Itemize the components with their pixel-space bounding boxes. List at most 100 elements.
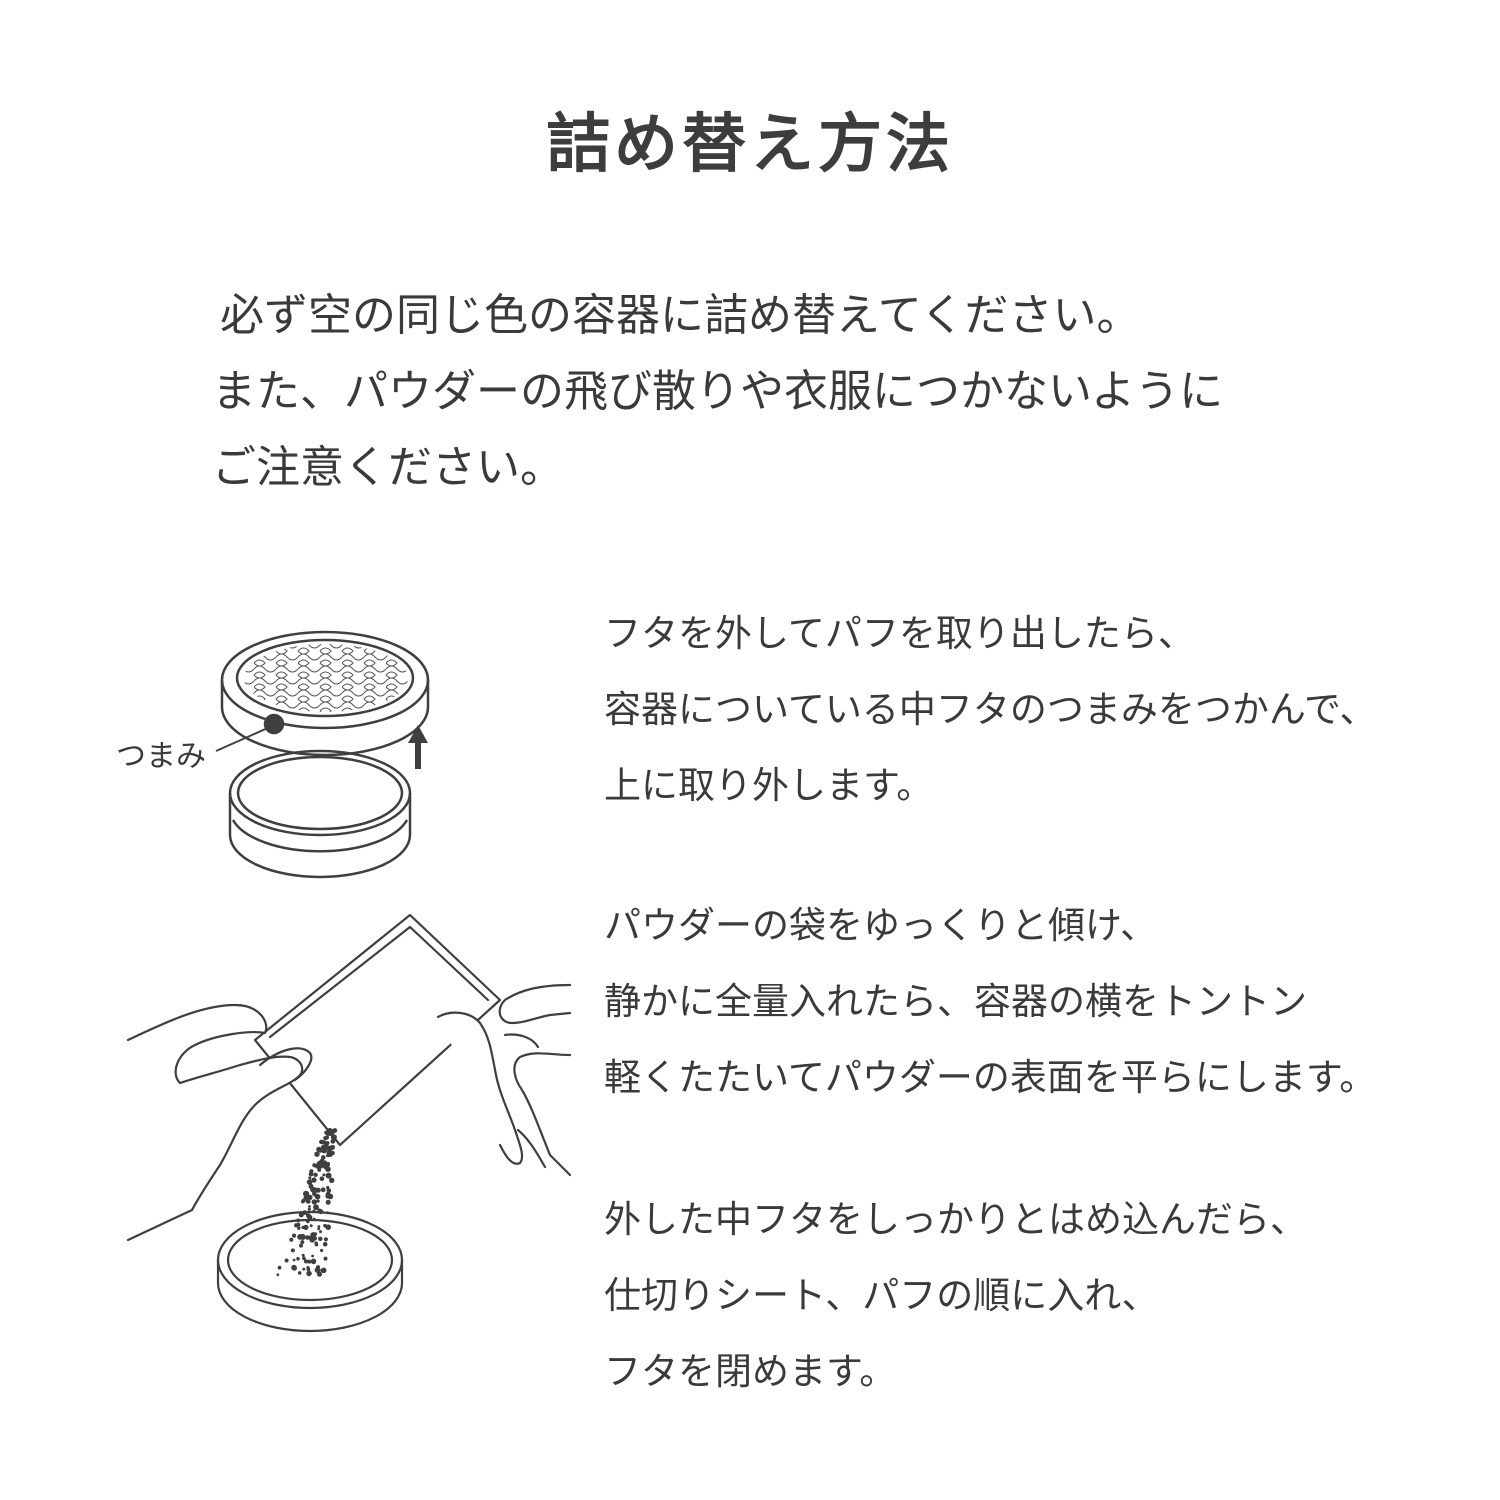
step-1-line-3: 上に取り外します。 [604,764,934,807]
inner-lid-side [220,680,430,757]
powder-dot [320,1268,324,1273]
powder-dot [289,1237,294,1242]
powder-dot [327,1145,333,1152]
step-1-line-2: 容器についている中フタのつまみをつかんで、 [604,688,1377,731]
powder-dot [316,1199,320,1203]
callout-line [215,726,271,752]
powder-dot [303,1224,309,1230]
powder-dot [311,1177,317,1183]
step-3-line-3: フタを閉めます。 [604,1350,897,1393]
powder-dot [312,1199,317,1205]
powder-dot [308,1205,311,1208]
container-rim-inner [226,1218,394,1302]
powder-dot [305,1213,311,1218]
base-side [228,793,412,879]
pour-powder-icon [126,913,572,1333]
powder-dot [314,1151,320,1157]
inner-lid-inner-rim [235,638,415,718]
powder-dot [323,1237,328,1242]
powder-dot [329,1177,335,1183]
powder-dot [310,1258,317,1265]
powder-dot [309,1169,314,1174]
powder-dot [296,1257,300,1261]
powder-dot [298,1212,304,1218]
powder-dot [309,1224,313,1228]
powder-dot [319,1230,322,1234]
powder-dot [297,1226,301,1230]
knob-callout-label: つまみ [116,739,206,774]
base-bottom-line [231,819,409,853]
powder-dot [308,1272,312,1276]
pouch-seal [268,925,490,1039]
intro-line-3: ご注意ください。 [212,442,564,493]
powder-dot [316,1163,323,1170]
powder-dot [326,1188,332,1193]
step-2-line-3: 軽くたたいてパウダーの表面を平らにします。 [604,1056,1377,1099]
powder-dot [284,1258,289,1263]
powder-dot [325,1199,331,1205]
powder-dot [330,1134,337,1141]
step-2-text: パウダーの袋をゆっくりと傾け、 静かに全量入れたら、容器の横をトントン 軽くたた… [604,888,1484,1116]
powder-dot [324,1130,328,1135]
powder-dot [323,1256,328,1261]
powder-dot [321,1155,326,1160]
powder-dot [323,1136,328,1141]
powder-dot [306,1179,313,1185]
intro-text: 必ず空の同じ色の容器に詰め替えてください。 また、パウダーの飛び散りや衣服につか… [212,278,1452,506]
powder-dot [317,1225,321,1228]
powder-dot [309,1237,315,1243]
powder-dot [301,1253,305,1257]
powder-dot [290,1248,295,1253]
powder-dot [325,1172,332,1179]
powder-dot [322,1160,328,1166]
powder-dot [301,1233,305,1237]
powder-dot [316,1146,322,1152]
powder-dot [331,1139,336,1144]
powder-dot [312,1187,318,1193]
powder-dot [307,1207,311,1211]
left-thumb [258,1047,313,1082]
powder-dot [307,1259,312,1264]
powder-dot [300,1240,305,1245]
intro-line-1: 必ず空の同じ色の容器に詰め替えてください。 [220,290,1141,341]
powder-dot [297,1271,302,1275]
pouch-outline [253,913,502,1147]
step-1-text: フタを外してパフを取り出したら、 容器についている中フタのつまみをつかんで、 上… [604,596,1484,824]
base-rim-inner [236,755,404,831]
powder-stream [276,1127,338,1277]
powder-dot [313,1204,319,1211]
step-2-line-1: パウダーの袋をゆっくりと傾け、 [604,904,1158,947]
powder-dot [327,1132,332,1136]
powder-dot [317,1227,320,1231]
right-finger-2 [516,1128,547,1169]
powder-dot [277,1265,282,1270]
powder-dot [332,1128,338,1133]
powder-dot [292,1258,296,1262]
powder-dot [325,1195,330,1199]
powder-dot [325,1142,329,1145]
right-thumb [436,1011,524,1165]
powder-dot [301,1198,306,1203]
step-3-text: 外した中フタをしっかりとはめ込んだら、 仕切りシート、パフの順に入れ、 フタを閉… [604,1182,1484,1410]
step-3-line-2: 仕切りシート、パフの順に入れ、 [604,1274,1159,1317]
powder-dot [307,1194,313,1201]
inner-lid-removal-illustration [215,630,430,879]
powder-dot [291,1264,297,1271]
right-finger-1 [503,1033,540,1049]
powder-dot [326,1153,330,1158]
sifter-mesh [244,644,408,712]
knob-dot [263,713,285,735]
powder-dot [314,1193,321,1200]
powder-dot [299,1243,303,1248]
powder-dot [311,1254,314,1258]
page-title: 詰め替え方法 [546,108,954,182]
powder-dot [276,1273,280,1277]
powder-dot [322,1173,326,1177]
powder-dot [322,1241,328,1247]
powder-dot [302,1256,306,1260]
powder-dot [317,1168,322,1172]
powder-dot [306,1266,310,1270]
up-arrow-icon [408,725,428,769]
powder-dot [292,1233,297,1238]
powder-dot [319,1176,325,1181]
